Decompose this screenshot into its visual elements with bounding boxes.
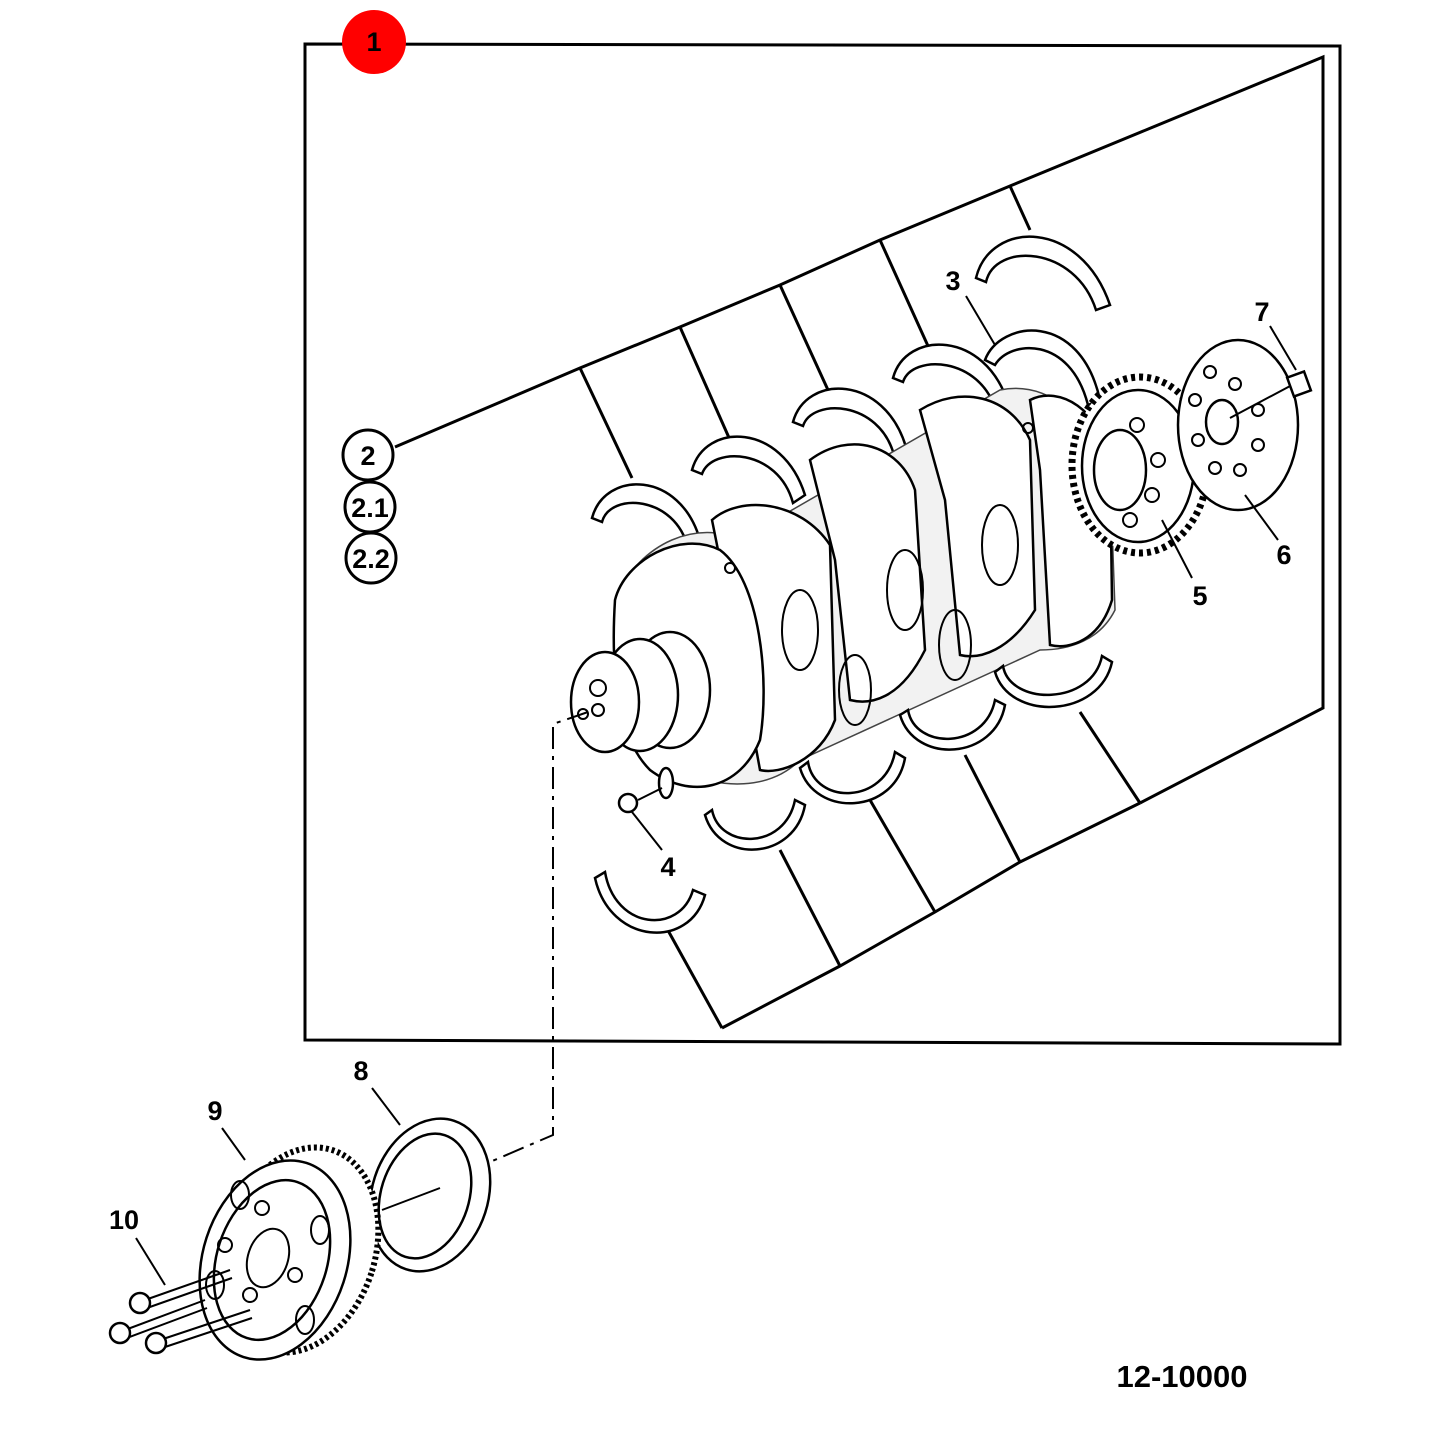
lower-bearing-shells xyxy=(593,654,1114,934)
callout-2: 2 xyxy=(360,441,375,471)
label-4: 4 xyxy=(660,852,675,882)
label-5: 5 xyxy=(1192,581,1207,611)
marker-label: 1 xyxy=(366,27,381,57)
part-labels: 3 4 5 6 7 8 9 10 xyxy=(109,266,1292,1235)
engine-block-outline xyxy=(394,54,1325,1030)
bolt-icon xyxy=(108,1299,208,1345)
crankshaft-icon xyxy=(569,387,1116,789)
pulley-bolts xyxy=(108,1269,253,1355)
bearing-shell-icon xyxy=(703,798,807,851)
circled-callouts: 2 2.1 2.2 xyxy=(341,428,398,585)
label-10: 10 xyxy=(109,1205,139,1235)
callout-2-2: 2.2 xyxy=(352,544,390,574)
label-7: 7 xyxy=(1254,297,1269,327)
bearing-shell-icon xyxy=(993,654,1114,709)
bolt-icon xyxy=(128,1269,233,1315)
label-3: 3 xyxy=(945,266,960,296)
label-9: 9 xyxy=(207,1096,222,1126)
marker-circle xyxy=(342,10,406,74)
figure-id: 12-10000 xyxy=(1116,1359,1247,1394)
bearing-shell-icon xyxy=(690,435,807,506)
bearing-shell-icon xyxy=(593,869,707,934)
bolt-icon xyxy=(1229,369,1313,419)
label-8: 8 xyxy=(353,1056,368,1086)
upper-bearing-shells xyxy=(590,235,1112,551)
gear-icon xyxy=(1068,373,1212,557)
plug-icon xyxy=(617,766,675,814)
seal-ring-icon xyxy=(368,1117,492,1273)
bearing-shell-icon xyxy=(798,750,907,805)
bolt-icon xyxy=(144,1309,253,1355)
pulley-icon xyxy=(198,1144,382,1361)
callout-2-1: 2.1 xyxy=(351,493,389,523)
flange-icon xyxy=(1176,338,1300,512)
assembly-centerline xyxy=(482,711,589,1166)
label-6: 6 xyxy=(1276,540,1291,570)
bearing-shell-icon xyxy=(974,235,1112,312)
bearing-shell-icon xyxy=(898,698,1007,751)
assembly-frame xyxy=(303,42,1342,1046)
leader-lines xyxy=(135,295,1297,1286)
callout-marker-1: 1 xyxy=(342,10,406,74)
